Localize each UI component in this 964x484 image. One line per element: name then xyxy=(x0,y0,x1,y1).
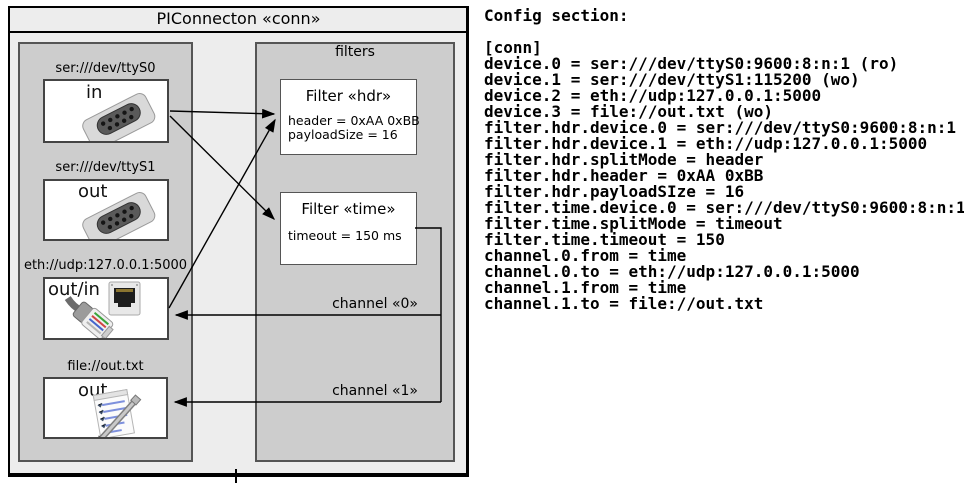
device-direction: out/in xyxy=(48,279,100,300)
channel-0-label: channel «0» xyxy=(332,296,418,312)
filter-hdr-box: Filter «hdr» header = 0xAA 0xBB payloadS… xyxy=(280,79,420,155)
device-box-file: out xyxy=(43,377,168,439)
device-label-eth: eth://udp:127.0.0.1:5000 xyxy=(23,258,188,273)
ethernet-connector-icon xyxy=(64,296,114,338)
channel-1-label: channel «1» xyxy=(332,383,418,399)
device-direction: in xyxy=(86,82,103,103)
device-direction: out xyxy=(78,181,108,202)
serial-connector-icon xyxy=(82,192,156,239)
notepad-icon xyxy=(92,388,142,437)
device-box-eth: out/in xyxy=(43,277,169,340)
filter-time-title: Filter «time» xyxy=(301,200,396,218)
device-box-ttyS0: in xyxy=(43,79,169,143)
filters-panel-title: filters xyxy=(335,44,375,60)
device-label-file: file://out.txt xyxy=(67,359,144,374)
filter-time-box: Filter «time» timeout = 150 ms xyxy=(280,192,417,265)
config-lines: [conn] device.0 = ser:///dev/ttyS0:9600:… xyxy=(484,38,964,313)
filter-time-attributes: timeout = 150 ms xyxy=(288,228,402,243)
device-box-ttyS1: out xyxy=(43,179,169,241)
filter-hdr-title: Filter «hdr» xyxy=(305,87,392,105)
filter-hdr-attributes: header = 0xAA 0xBB payloadSize = 16 xyxy=(288,113,420,142)
config-heading: Config section: xyxy=(484,6,629,25)
serial-connector-icon xyxy=(82,93,156,141)
device-label-ttyS1: ser:///dev/ttyS1 xyxy=(55,160,156,175)
device-label-ttyS0: ser:///dev/ttyS0 xyxy=(55,61,156,76)
config-section: Config section: [conn] device.0 = ser://… xyxy=(484,8,964,312)
ethernet-port-icon xyxy=(108,281,141,316)
connection-title: PIConnecton «conn» xyxy=(8,6,469,33)
